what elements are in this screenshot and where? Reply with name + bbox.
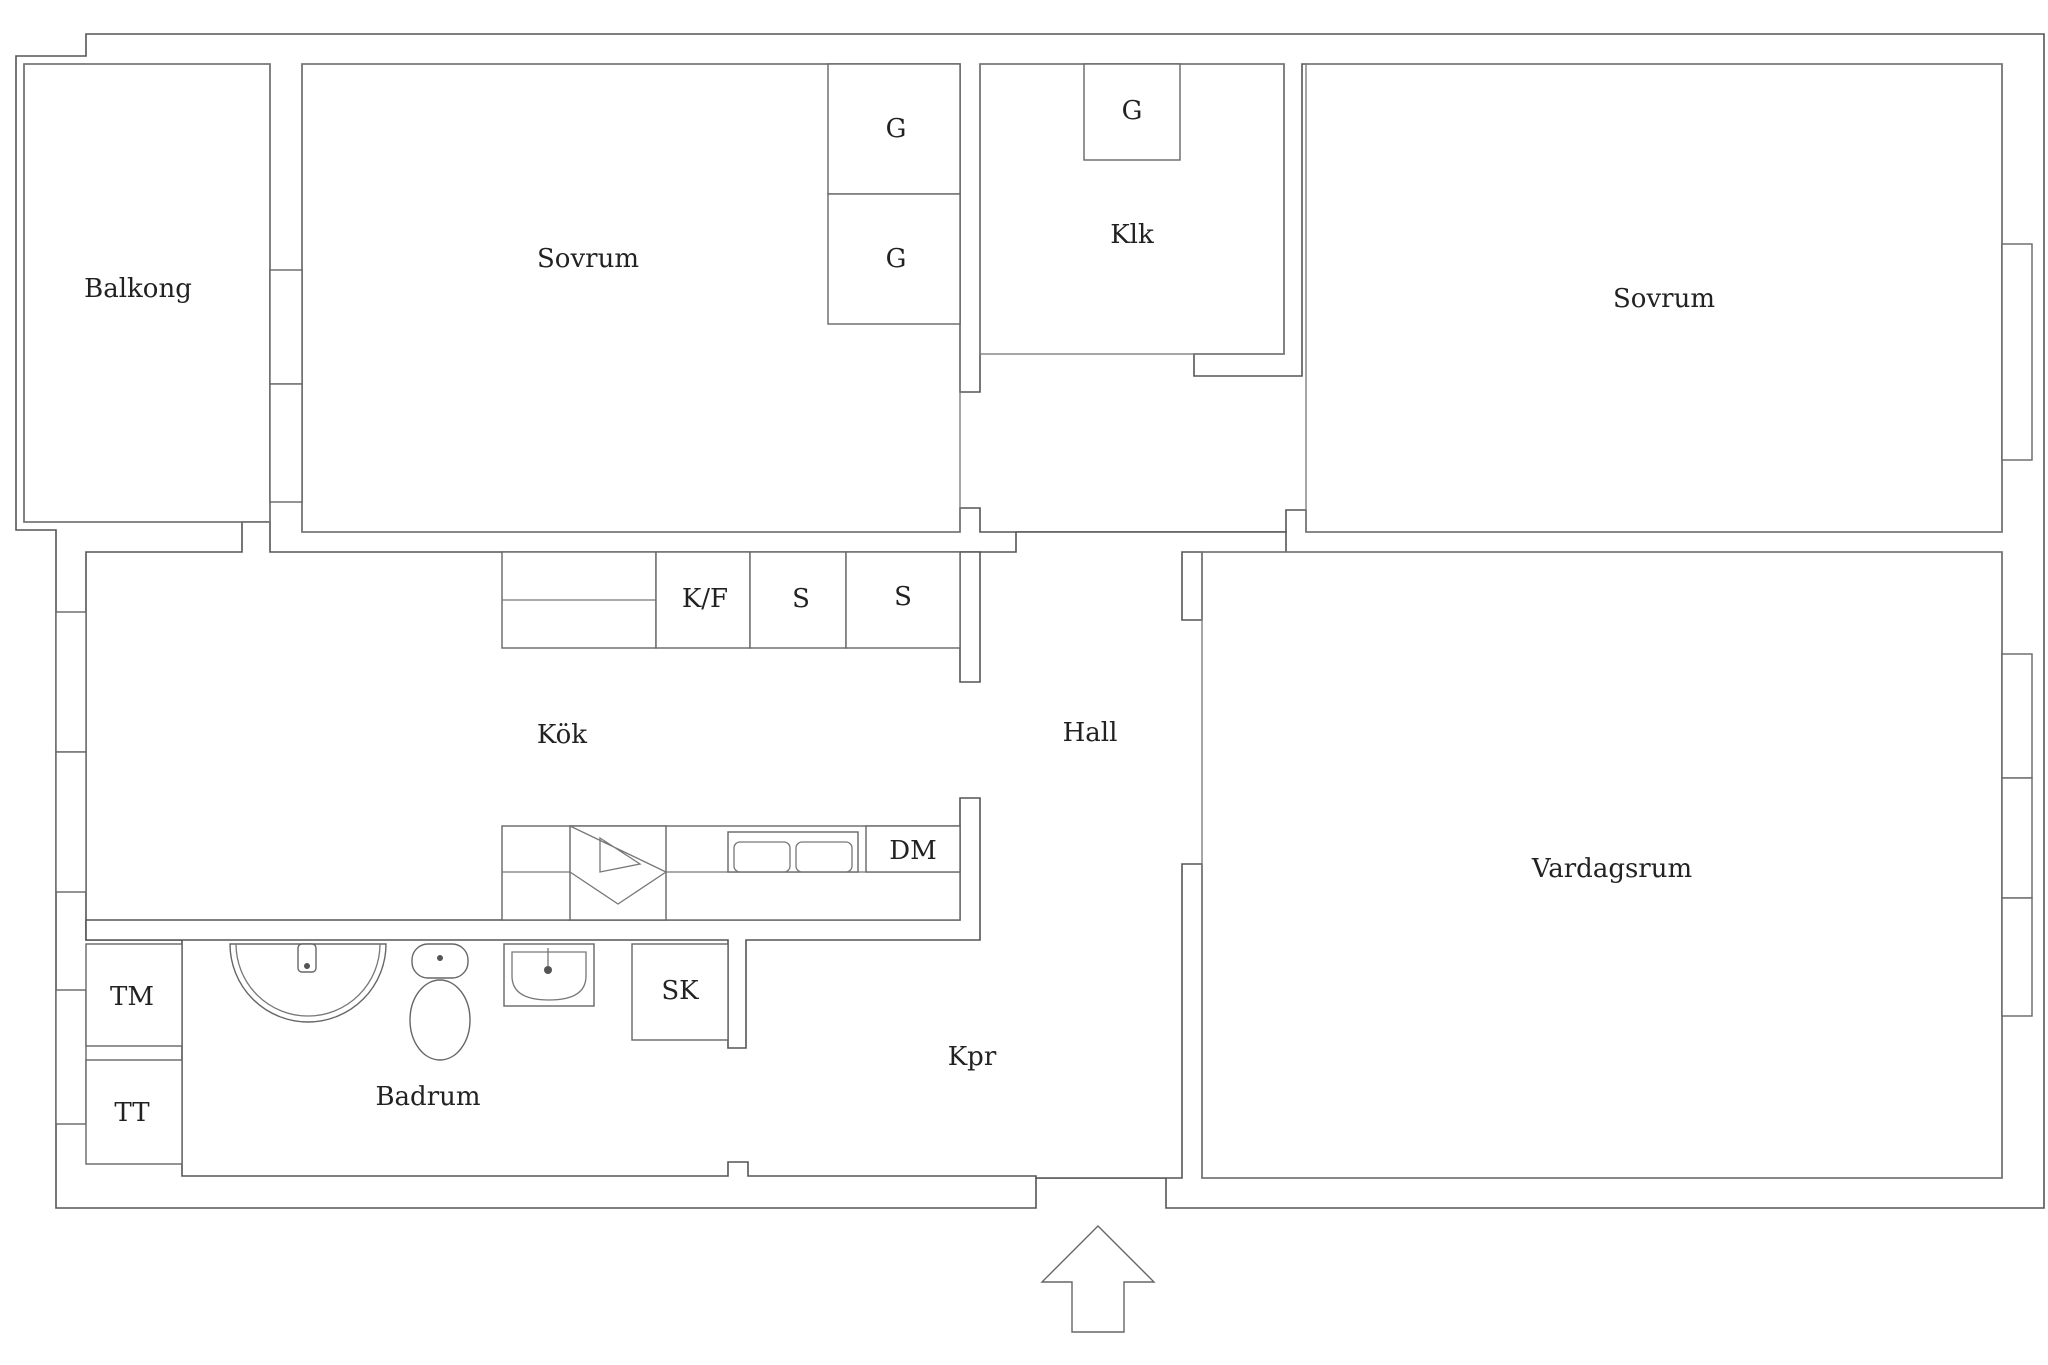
closet-g	[827, 193, 961, 325]
windows	[55, 243, 2033, 1125]
window	[2001, 777, 2033, 899]
window	[2001, 243, 2033, 461]
kok-hall-divider	[959, 551, 981, 683]
storage-s2	[845, 551, 961, 649]
walls	[15, 33, 2045, 1209]
fixture-label-g3: G	[1122, 96, 1143, 126]
closet-g	[827, 63, 961, 195]
stove-icon	[569, 825, 667, 921]
kitchen-sink-icon	[727, 831, 859, 873]
fixture-label-tt: TT	[114, 1098, 150, 1128]
main-floor	[85, 521, 2003, 1179]
fixture-label-s1: S	[792, 584, 810, 614]
washer-tm	[85, 943, 183, 1047]
kok-hall-divider-lower	[85, 797, 981, 1049]
room-label-sovrum-right: Sovrum	[1613, 284, 1715, 314]
bathroom-fixtures	[85, 943, 729, 1165]
kitchen-lower-counter	[501, 825, 961, 921]
fixture-label-g2: G	[886, 244, 907, 274]
dryer-tt	[85, 1059, 183, 1165]
fixture-label-sk: SK	[661, 976, 699, 1006]
closet-g	[1083, 63, 1181, 161]
fixture-label-tm: TM	[110, 982, 154, 1012]
room-label-kok: Kök	[537, 720, 587, 750]
toilet-icon	[409, 943, 471, 1061]
fixture-label-kf: K/F	[682, 584, 728, 614]
fixture-label-g1: G	[886, 114, 907, 144]
room-label-kpr: Kpr	[948, 1042, 997, 1072]
room-label-hall: Hall	[1063, 718, 1118, 748]
storage-s1	[749, 551, 847, 649]
room-labels: Balkong Sovrum Klk Sovrum Kök Hall Varda…	[84, 220, 1715, 1112]
kitchen-upper-counter	[501, 551, 961, 649]
window	[55, 611, 87, 753]
dishwasher	[865, 825, 961, 873]
room-label-badrum: Badrum	[375, 1082, 480, 1112]
window	[2001, 897, 2033, 1017]
fixture-label-dm: DM	[889, 836, 936, 866]
fixture-labels: G G G K/F S S DM SK TM TT	[110, 96, 1142, 1128]
window	[2001, 653, 2033, 779]
window	[55, 989, 87, 1125]
arrow-up-icon	[1040, 1225, 1156, 1333]
room-label-sovrum-left: Sovrum	[537, 244, 639, 274]
window	[269, 269, 303, 385]
shower-icon	[229, 943, 387, 1023]
window	[269, 383, 303, 503]
window	[55, 751, 87, 893]
room-label-vardagsrum: Vardagsrum	[1531, 854, 1692, 884]
cabinet-sk	[631, 943, 729, 1041]
fixture-label-s2: S	[894, 582, 912, 612]
room-label-klk: Klk	[1110, 220, 1154, 250]
washbasin-icon	[503, 943, 595, 1007]
closets	[827, 63, 1181, 325]
room-label-balkong: Balkong	[84, 274, 192, 304]
